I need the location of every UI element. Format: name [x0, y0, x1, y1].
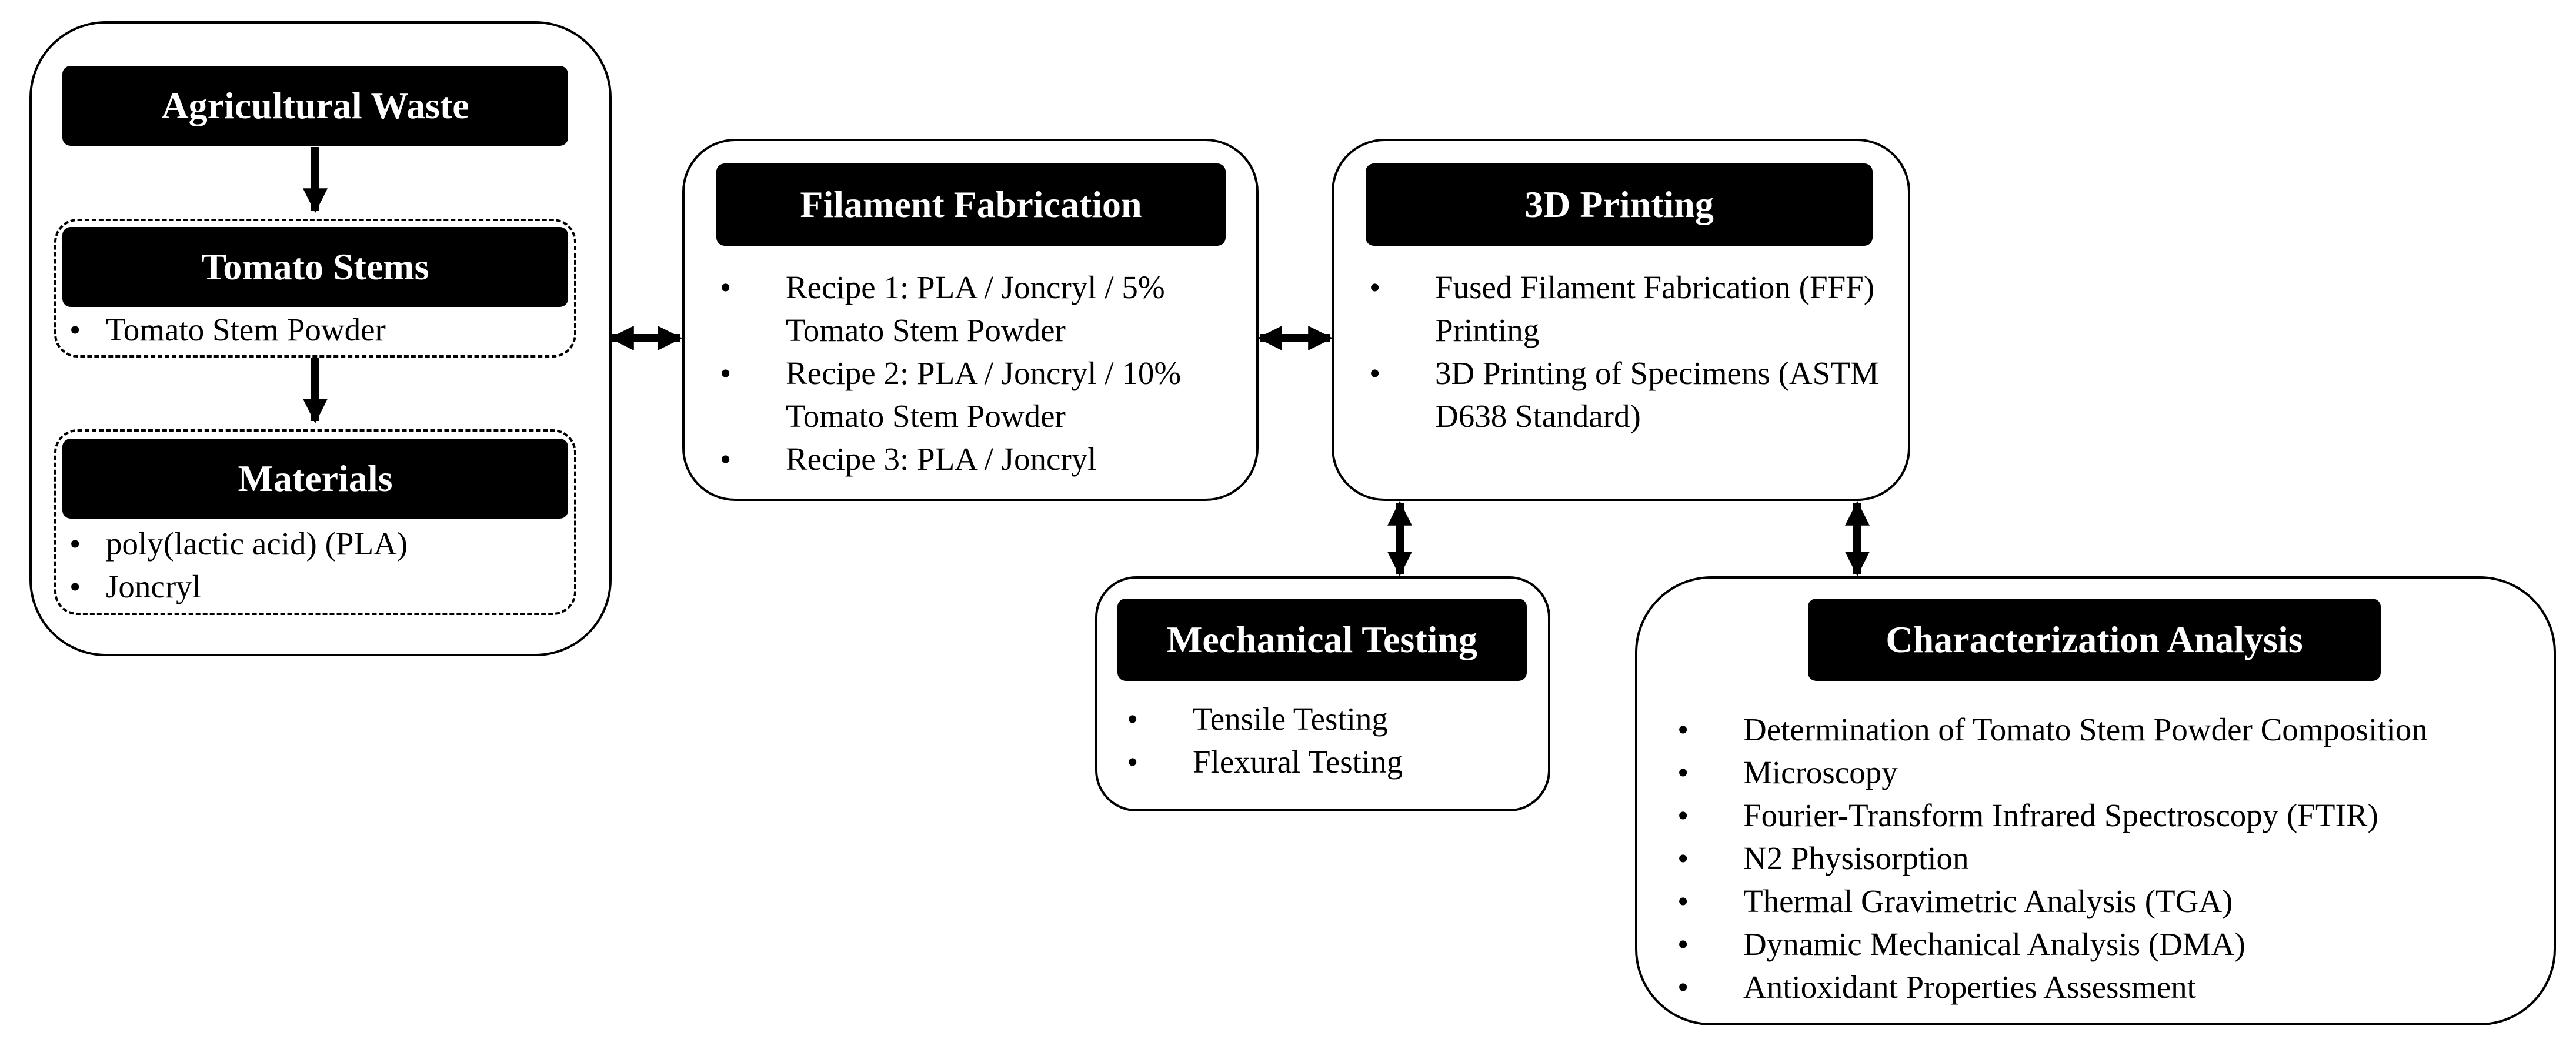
tomato-stems-header: Tomato Stems [62, 227, 568, 307]
list-item: Determination of Tomato Stem Powder Comp… [1677, 708, 2536, 751]
filament-fabrication-header: Filament Fabrication [716, 163, 1226, 246]
list-item: Tensile Testing [1127, 697, 1527, 740]
materials-list: poly(lactic acid) (PLA) Joncryl [62, 522, 568, 608]
list-item: Dynamic Mechanical Analysis (DMA) [1677, 923, 2536, 966]
list-item: Flexural Testing [1127, 740, 1527, 783]
3d-printing-list: Fused Filament Fabrication (FFF) Printin… [1369, 266, 1887, 437]
list-item: Joncryl [62, 565, 568, 608]
tomato-stems-group [54, 219, 576, 358]
list-item: Recipe 3: PLA / Joncryl [720, 437, 1237, 480]
list-item: Fourier-Transform Infrared Spectroscopy … [1677, 794, 2536, 837]
list-item: Microscopy [1677, 751, 2536, 794]
list-item: Recipe 1: PLA / Joncryl / 5% Tomato Stem… [720, 266, 1237, 352]
materials-group [54, 429, 576, 615]
list-item: 3D Printing of Specimens (ASTM D638 Stan… [1369, 352, 1887, 437]
tomato-stems-list: Tomato Stem Powder [62, 308, 568, 351]
characterization-analysis-list: Determination of Tomato Stem Powder Comp… [1677, 708, 2536, 1008]
list-item: Recipe 2: PLA / Joncryl / 10% Tomato Ste… [720, 352, 1237, 437]
list-item: Thermal Gravimetric Analysis (TGA) [1677, 880, 2536, 923]
list-item: Tomato Stem Powder [62, 308, 568, 351]
mechanical-testing-list: Tensile Testing Flexural Testing [1127, 697, 1527, 783]
mechanical-testing-header: Mechanical Testing [1117, 599, 1527, 681]
materials-header: Materials [62, 439, 568, 519]
list-item: poly(lactic acid) (PLA) [62, 522, 568, 565]
filament-fabrication-list: Recipe 1: PLA / Joncryl / 5% Tomato Stem… [720, 266, 1237, 480]
characterization-analysis-header: Characterization Analysis [1808, 599, 2381, 681]
list-item: N2 Physisorption [1677, 837, 2536, 880]
agricultural-waste-header: Agricultural Waste [62, 66, 568, 146]
list-item: Antioxidant Properties Assessment [1677, 966, 2536, 1008]
list-item: Fused Filament Fabrication (FFF) Printin… [1369, 266, 1887, 352]
3d-printing-header: 3D Printing [1366, 163, 1873, 246]
